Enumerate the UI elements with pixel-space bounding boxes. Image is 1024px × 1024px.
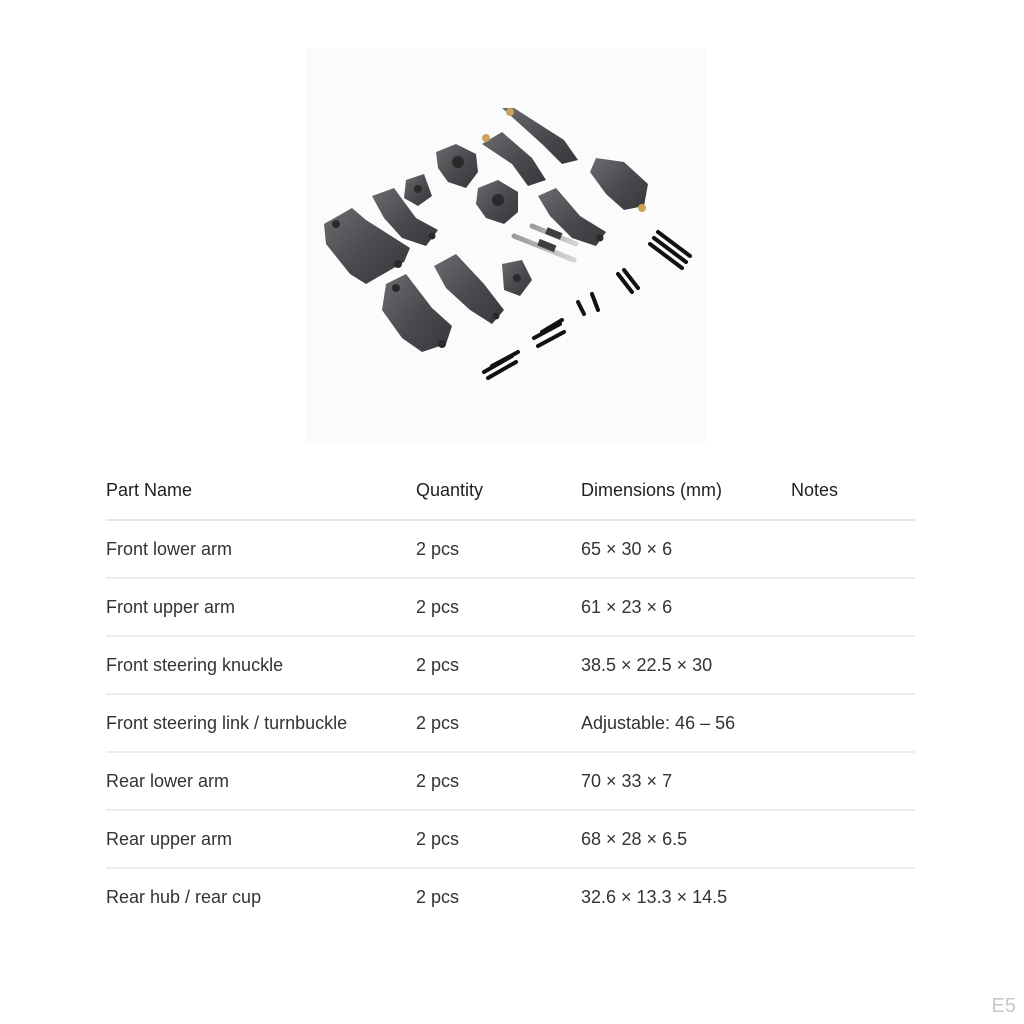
- cell-part-name: Front upper arm: [106, 578, 416, 637]
- table-row: Rear hub / rear cup 2 pcs 32.6 × 13.3 × …: [106, 868, 915, 925]
- cell-notes: [791, 868, 915, 925]
- table-header-row: Part Name Quantity Dimensions (mm) Notes: [106, 462, 915, 521]
- table-row: Front lower arm 2 pcs 65 × 30 × 6: [106, 520, 915, 579]
- front-upper-arm-left: [372, 188, 438, 246]
- rear-upper-arm-top: [482, 108, 578, 186]
- cell-notes: [791, 520, 915, 579]
- front-lower-arm-left: [324, 208, 410, 284]
- header-dimensions: Dimensions (mm): [581, 462, 791, 521]
- cell-notes: [791, 578, 915, 637]
- cell-part-name: Rear lower arm: [106, 752, 416, 811]
- parts-spec-table: Part Name Quantity Dimensions (mm) Notes…: [106, 462, 915, 925]
- cell-dimensions: 61 × 23 × 6: [581, 578, 791, 637]
- rear-lower-arm-left: [382, 274, 452, 352]
- front-lower-arm-middle: [434, 254, 504, 324]
- rear-upper-arm-right: [538, 188, 606, 246]
- cell-quantity: 2 pcs: [416, 520, 581, 579]
- table-row: Front upper arm 2 pcs 61 × 23 × 6: [106, 578, 915, 637]
- cell-notes: [791, 752, 915, 811]
- header-quantity: Quantity: [416, 462, 581, 521]
- cell-dimensions: 68 × 28 × 6.5: [581, 810, 791, 869]
- steering-knuckle-top: [436, 144, 478, 188]
- cell-part-name: Front lower arm: [106, 520, 416, 579]
- steering-link-turnbuckles: [511, 223, 579, 263]
- cell-dimensions: 32.6 × 13.3 × 14.5: [581, 886, 728, 907]
- cell-dimensions: 65 × 30 × 6: [581, 520, 791, 579]
- rear-hub-right: [502, 260, 532, 296]
- cell-part-name: Front steering knuckle: [106, 636, 416, 695]
- rear-lower-arm-right: [590, 158, 648, 212]
- table-row: Rear upper arm 2 pcs 68 × 28 × 6.5: [106, 810, 915, 869]
- table-row: Front steering link / turnbuckle 2 pcs A…: [106, 694, 915, 753]
- table-row: Front steering knuckle 2 pcs 38.5 × 22.5…: [106, 636, 915, 695]
- cell-part-name: Rear upper arm: [106, 810, 416, 869]
- cell-quantity: 2 pcs: [416, 636, 581, 695]
- table-row: Rear lower arm 2 pcs 70 × 33 × 7: [106, 752, 915, 811]
- cell-part-name: Front steering link / turnbuckle: [106, 694, 416, 753]
- screw-set: [482, 230, 692, 380]
- suspension-parts-illustration: [324, 108, 692, 380]
- header-notes: Notes: [791, 462, 915, 521]
- cell-quantity: 2 pcs: [416, 810, 581, 869]
- cell-dimensions: 38.5 × 22.5 × 30: [581, 636, 791, 695]
- cell-notes: [791, 810, 915, 869]
- corner-tag: E5: [991, 995, 1016, 1017]
- cell-quantity: 2 pcs: [416, 752, 581, 811]
- steering-knuckle-middle: [476, 180, 518, 224]
- cell-dimensions: Adjustable: 46 – 56: [581, 694, 791, 753]
- cell-quantity: 2 pcs: [416, 694, 581, 753]
- cell-quantity: 2 pcs: [416, 578, 581, 637]
- product-image: [306, 48, 706, 444]
- header-part-name: Part Name: [106, 462, 416, 521]
- cell-notes: [791, 636, 915, 695]
- cell-notes: [791, 694, 915, 753]
- rear-hub-left: [404, 174, 432, 206]
- cell-part-name: Rear hub / rear cup: [106, 886, 262, 907]
- cell-quantity: 2 pcs: [416, 886, 460, 907]
- cell-dimensions: 70 × 33 × 7: [581, 752, 791, 811]
